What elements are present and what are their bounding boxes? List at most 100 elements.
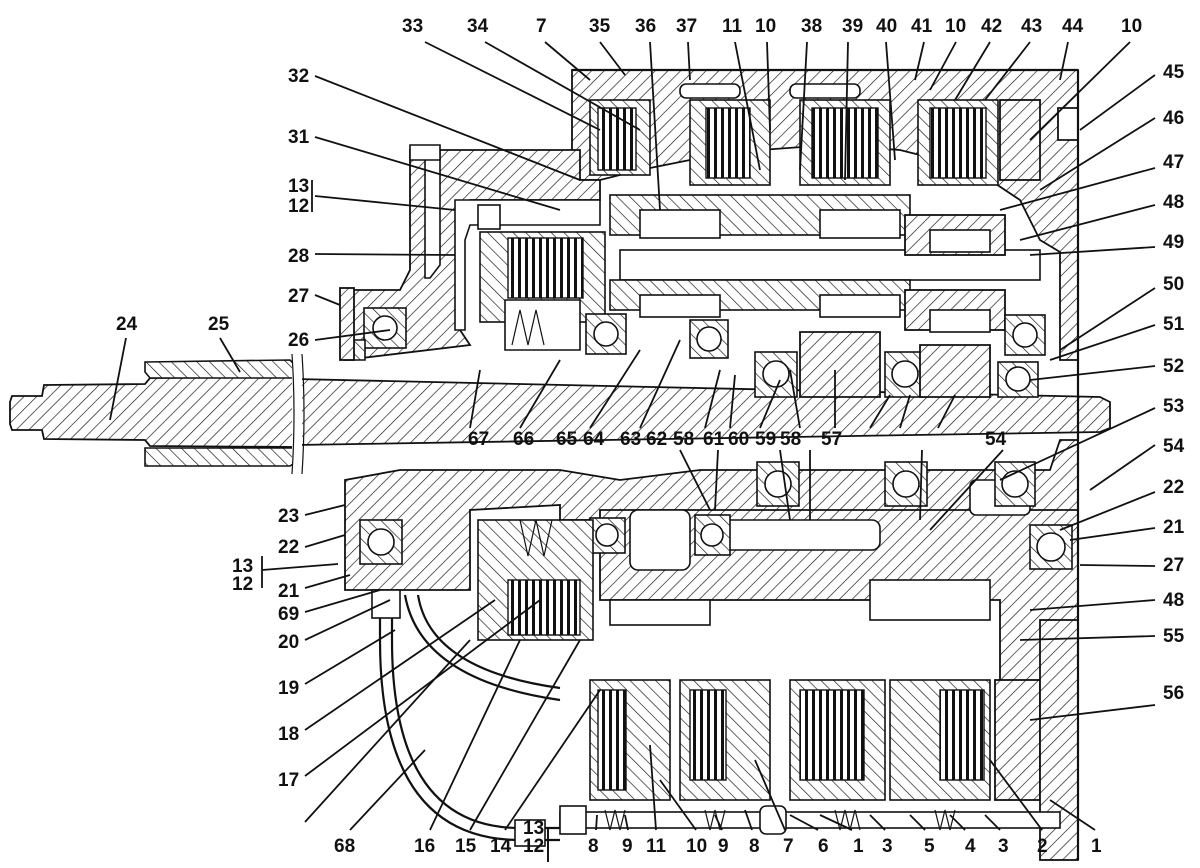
callout-10: 10 (945, 16, 966, 37)
callout-22: 22 (1163, 477, 1184, 498)
callout-47: 47 (1163, 152, 1184, 173)
callout-43: 43 (1021, 16, 1042, 37)
callout-64: 64 (583, 429, 605, 450)
callout-33: 33 (402, 16, 423, 37)
callout-59: 59 (755, 429, 776, 450)
callout-63: 63 (620, 429, 641, 450)
callouts-bottom: 68 16 15 14 13 12 8 9 11 10 9 8 7 6 1 3 … (334, 818, 1102, 857)
callout-19: 19 (278, 678, 299, 699)
callout-37: 37 (676, 16, 697, 37)
callout-1: 1 (853, 836, 864, 857)
callout-40: 40 (876, 16, 897, 37)
callout-2: 2 (1037, 836, 1048, 857)
callout-49: 49 (1163, 232, 1184, 253)
callout-6: 6 (818, 836, 829, 857)
callout-11: 11 (646, 836, 667, 857)
callout-8: 8 (588, 836, 599, 857)
callout-66: 66 (513, 429, 534, 450)
callout-58: 58 (780, 429, 801, 450)
callout-1: 1 (1091, 836, 1102, 857)
callout-20: 20 (278, 632, 299, 653)
callout-53: 53 (1163, 396, 1184, 417)
callout-12: 12 (523, 836, 544, 857)
callout-4: 4 (965, 836, 976, 857)
upper-bearings (339, 287, 1046, 398)
callout-39: 39 (842, 16, 863, 37)
lower-input-clutch (477, 519, 594, 641)
callout-11: 11 (722, 16, 743, 37)
callout-3: 3 (998, 836, 1009, 857)
callout-34: 34 (467, 16, 489, 37)
callout-12: 12 (288, 196, 309, 217)
callout-12: 12 (232, 574, 253, 595)
callout-5: 5 (924, 836, 935, 857)
callout-46: 46 (1163, 108, 1184, 129)
callout-62: 62 (646, 429, 667, 450)
callouts-left-upper: 32 31 13 12 28 27 26 (288, 66, 310, 351)
callout-60: 60 (728, 429, 749, 450)
leader-lines (109, 41, 1156, 862)
callout-48: 48 (1163, 590, 1184, 611)
callout-54: 54 (985, 429, 1007, 450)
callout-28: 28 (288, 246, 309, 267)
callout-31: 31 (288, 127, 310, 148)
callout-10: 10 (686, 836, 707, 857)
callout-48: 48 (1163, 192, 1184, 213)
callouts-center-row: 67 66 65 64 63 62 58 61 60 59 58 57 54 (468, 429, 1007, 450)
callout-9: 9 (622, 836, 633, 857)
callout-41: 41 (911, 16, 933, 37)
callout-7: 7 (783, 836, 794, 857)
callout-7: 7 (536, 16, 547, 37)
callouts-left-lower: 23 22 13 12 21 69 20 19 18 17 (232, 506, 300, 791)
callout-54: 54 (1163, 436, 1185, 457)
callout-42: 42 (981, 16, 1002, 37)
callout-10: 10 (755, 16, 776, 37)
callout-68: 68 (334, 836, 355, 857)
upper-countershaft (609, 194, 1041, 333)
lower-bearings (359, 461, 1073, 570)
callout-61: 61 (703, 429, 725, 450)
callout-65: 65 (556, 429, 578, 450)
callout-13: 13 (288, 176, 309, 197)
callout-10: 10 (1121, 16, 1142, 37)
callout-21: 21 (278, 581, 300, 602)
callout-9: 9 (718, 836, 729, 857)
callout-23: 23 (278, 506, 299, 527)
callout-15: 15 (455, 836, 477, 857)
callout-17: 17 (278, 770, 299, 791)
callout-24: 24 (116, 314, 138, 335)
callout-14: 14 (490, 836, 512, 857)
callout-21: 21 (1163, 517, 1185, 538)
callout-13: 13 (523, 818, 544, 839)
callouts-top: 33 34 7 35 36 37 11 10 38 39 40 41 10 42… (402, 16, 1142, 37)
callout-22: 22 (278, 537, 299, 558)
callout-18: 18 (278, 724, 299, 745)
callout-25: 25 (208, 314, 230, 335)
lower-clutch-packs (559, 619, 1079, 861)
input-clutch (479, 231, 606, 351)
callout-38: 38 (801, 16, 822, 37)
callout-58: 58 (673, 429, 694, 450)
callout-27: 27 (1163, 555, 1184, 576)
callouts-shaft: 24 25 (116, 314, 230, 335)
callout-50: 50 (1163, 274, 1184, 295)
callout-36: 36 (635, 16, 656, 37)
callout-45: 45 (1163, 62, 1185, 83)
callout-51: 51 (1163, 314, 1185, 335)
callout-56: 56 (1163, 683, 1184, 704)
callout-35: 35 (589, 16, 611, 37)
hydraulic-hose (371, 589, 561, 847)
callouts-right: 45 46 47 48 49 50 51 52 53 54 22 21 27 4… (1163, 62, 1185, 704)
callout-27: 27 (288, 286, 309, 307)
callout-32: 32 (288, 66, 309, 87)
callout-55: 55 (1163, 626, 1185, 647)
callout-57: 57 (821, 429, 842, 450)
callout-13: 13 (232, 556, 253, 577)
callout-44: 44 (1062, 16, 1084, 37)
callout-52: 52 (1163, 356, 1184, 377)
callout-8: 8 (749, 836, 760, 857)
callout-26: 26 (288, 330, 309, 351)
callout-69: 69 (278, 604, 299, 625)
callout-67: 67 (468, 429, 489, 450)
